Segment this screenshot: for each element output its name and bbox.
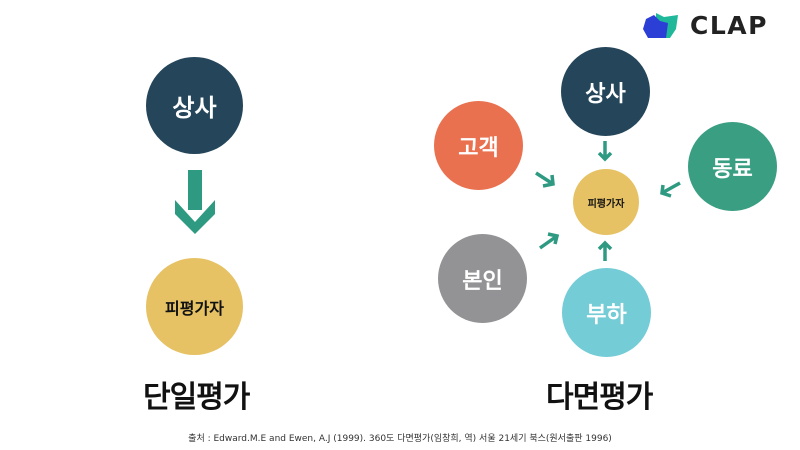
arrow-down-icon [175, 170, 215, 234]
subordinate-label: 부하 [586, 302, 627, 328]
customer-node: 고객 [434, 101, 523, 190]
right-boss-label: 상사 [585, 81, 626, 107]
subordinate-node: 부하 [562, 268, 651, 357]
left-boss-label: 상사 [172, 94, 217, 122]
clap-logo-icon [643, 13, 678, 38]
right-boss-node: 상사 [561, 47, 650, 136]
left-boss-node: 상사 [146, 57, 243, 154]
arrow-from-peer-icon [660, 181, 681, 198]
logo-text: CLAP [690, 10, 768, 40]
left-evaluatee-node: 피평가자 [146, 258, 243, 355]
arrow-from-customer-icon [535, 171, 555, 188]
right-evaluatee-label: 피평가자 [587, 198, 625, 210]
arrow-from-self-icon [538, 232, 560, 250]
customer-label: 고객 [458, 135, 499, 161]
right-title: 다면평가 [546, 380, 653, 415]
self-node: 본인 [438, 234, 527, 323]
left-evaluatee-label: 피평가자 [165, 298, 224, 318]
arrow-from-subordinate-icon [597, 240, 613, 261]
peer-label: 동료 [712, 156, 753, 182]
right-evaluatee-node: 피평가자 [573, 169, 639, 235]
arrow-from-boss-icon [597, 141, 613, 162]
self-label: 본인 [462, 268, 503, 294]
left-title: 단일평가 [143, 380, 250, 415]
clap-logo: CLAP [642, 10, 792, 40]
peer-node: 동료 [688, 122, 777, 211]
source-citation: 출처 : Edward.M.E and Ewen, A.J (1999). 36… [188, 434, 612, 444]
